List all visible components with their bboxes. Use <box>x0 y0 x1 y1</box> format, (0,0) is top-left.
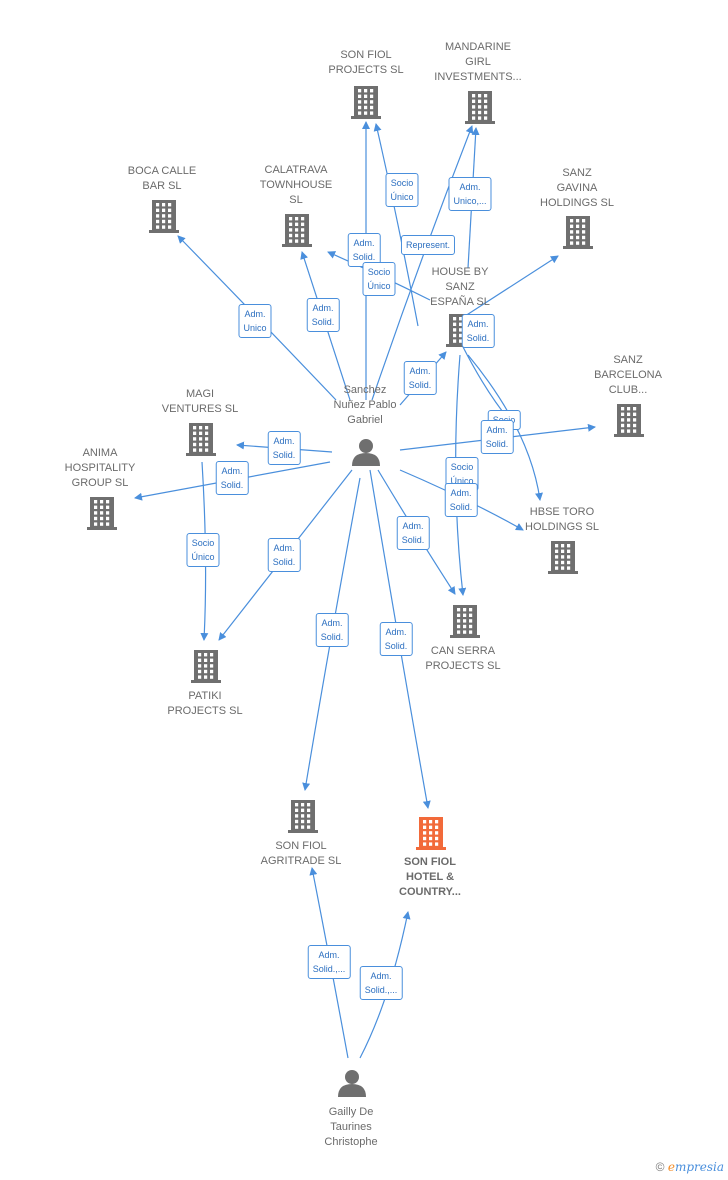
footer-brand: © empresia <box>656 1160 724 1174</box>
relation-label: Adm.Unico,... <box>448 177 492 211</box>
copyright-symbol: © <box>655 1160 665 1174</box>
building-icon <box>87 497 117 530</box>
building-icon <box>465 91 495 124</box>
relation-label: Adm.Solid. <box>215 461 249 495</box>
relation-label: Adm.Solid.,... <box>359 966 403 1000</box>
building-icon <box>416 817 446 850</box>
building-icon <box>351 86 381 119</box>
relation-edge <box>371 125 474 401</box>
relation-label: Adm.Solid.,... <box>307 945 351 979</box>
relation-edge <box>461 255 559 319</box>
relation-label: Adm.Solid. <box>396 516 430 550</box>
relation-label: Adm.Solid. <box>306 298 340 332</box>
brand-logo: empresia <box>667 1160 724 1174</box>
icons-layer <box>87 86 644 1097</box>
relation-label: Adm.Solid. <box>403 361 437 395</box>
building-icon <box>288 800 318 833</box>
relation-label: Adm.Solid. <box>267 538 301 572</box>
building-icon <box>563 216 593 249</box>
relation-label: Adm.Solid. <box>315 613 349 647</box>
relation-label: Adm.Solid. <box>461 314 495 348</box>
building-icon <box>614 404 644 437</box>
relation-label: Adm.Solid. <box>444 483 478 517</box>
building-icon <box>149 200 179 233</box>
building-icon <box>186 423 216 456</box>
relation-label: Adm.Solid. <box>267 431 301 465</box>
relation-label: Adm.Solid. <box>347 233 381 267</box>
building-icon <box>450 605 480 638</box>
relation-label: Represent. <box>400 235 456 255</box>
building-icon <box>282 214 312 247</box>
person-icon <box>352 439 380 466</box>
person-icon <box>338 1070 366 1097</box>
building-icon <box>548 541 578 574</box>
relation-label: Adm.Solid. <box>480 420 514 454</box>
relation-edge <box>373 123 419 327</box>
relation-label: Adm.Unico <box>238 304 272 338</box>
building-icon <box>191 650 221 683</box>
relation-label: Adm.Solid. <box>379 622 413 656</box>
